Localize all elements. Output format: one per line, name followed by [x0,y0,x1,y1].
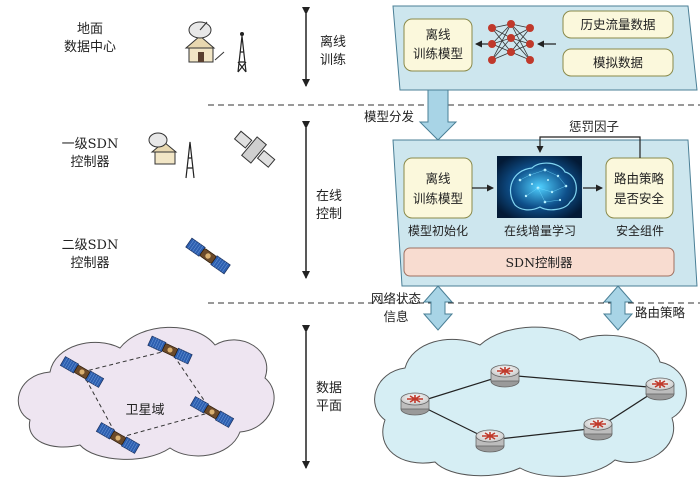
router-icon [400,392,430,416]
online-phase-line1: 在线 [316,189,342,204]
ground-station-icon [184,21,225,63]
sdn-controller-bar [403,247,675,277]
model-distribution-arrow [418,89,458,141]
gray-satellite-icon [233,130,276,168]
history-data-box [562,10,674,39]
online-learning-caption: 在线增量学习 [504,223,576,238]
sdn2-label-line2: 控制器 [70,256,109,271]
network-state-line1: 网络状态 [371,291,421,306]
offline-phase-line1: 离线 [320,34,346,50]
penalty-feedback-arrow [536,136,641,158]
satellite-domain-cloud [17,326,275,460]
offline-model-line1: 离线 [425,27,451,42]
sdn1-label-line1: 一级SDN [62,137,119,152]
penalty-factor-label: 惩罚因子 [569,119,619,134]
safety-box [605,157,674,219]
routing-policy-arrow [602,285,634,331]
satellite-links [81,349,213,439]
online-model-line1: 离线 [425,171,451,186]
model-distribution-label: 模型分发 [364,109,415,124]
offline-model-line2: 训练模型 [413,46,463,61]
router-icon [475,429,505,453]
safety-line2: 是否安全 [614,191,665,206]
ground-station-small-icon [148,132,178,165]
simulated-data-box [562,48,674,77]
sdn2-label-line1: 二级SDN [62,238,119,253]
satellite-domain-label: 卫星域 [125,403,164,418]
offline-model-box [403,18,473,72]
history-data-label: 历史流量数据 [580,17,655,32]
satellite-icon [185,237,231,275]
network-state-line2: 信息 [383,309,408,324]
brain-icon [497,156,582,218]
antenna-tower-icon [237,32,247,73]
ground-label-line1: 地面 [77,22,103,37]
simulated-data-label: 模拟数据 [593,55,643,70]
safety-caption: 安全组件 [616,223,664,238]
online-model-box [403,157,473,219]
router-icon [583,417,613,441]
online-phase-line2: 控制 [316,207,342,222]
data-plane-cloud [374,326,687,477]
sdn1-label-line2: 控制器 [70,155,109,170]
sdn-controller-label: SDN控制器 [505,255,573,270]
router-icon [490,364,520,388]
data-phase-line1: 数据 [316,381,342,396]
online-model-line2: 训练模型 [413,191,463,206]
data-phase-line2: 平面 [316,399,342,414]
ground-label-line2: 数据中心 [64,40,116,55]
routing-policy-label: 路由策略 [635,305,686,320]
antenna-tower-small-icon [185,141,195,179]
network-state-arrow [422,285,454,331]
neural-network-icon [488,20,534,64]
model-init-caption: 模型初始化 [408,224,468,238]
offline-phase-line2: 训练 [320,53,346,68]
safety-line1: 路由策略 [614,171,665,186]
router-icon [645,377,675,401]
